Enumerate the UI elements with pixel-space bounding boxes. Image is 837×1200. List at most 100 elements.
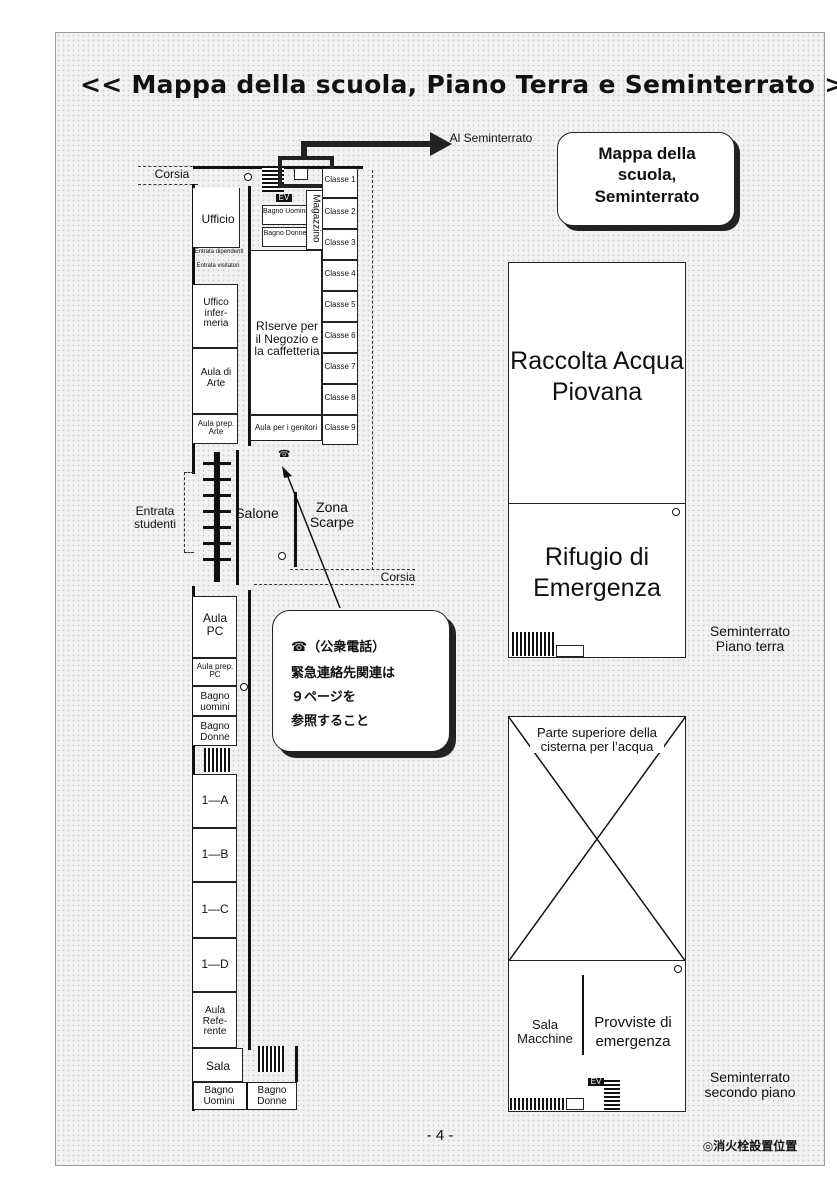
ev-label-top: EV bbox=[276, 193, 292, 203]
wall bbox=[295, 1046, 298, 1082]
hydrant-icon bbox=[672, 508, 680, 516]
room-raccolta-acqua bbox=[508, 262, 686, 504]
caption-basement-1: Seminterrato Piano terra bbox=[709, 623, 791, 654]
hydrant-icon bbox=[240, 683, 248, 691]
stairs-icon bbox=[258, 1046, 284, 1072]
elevator-icon bbox=[294, 168, 308, 180]
room-classe-5 bbox=[322, 291, 358, 322]
shoe-rack bbox=[203, 542, 231, 545]
label-entrata-visitatori: Entrata visitatori bbox=[196, 263, 240, 269]
label-classe: Classe 9 bbox=[324, 423, 356, 432]
room-classe-8 bbox=[322, 384, 358, 415]
label-classe: Classe 2 bbox=[324, 207, 356, 216]
shoe-rack bbox=[203, 494, 231, 497]
room-ufficio bbox=[193, 188, 240, 248]
label-aula-genitori: Aula per i genitori bbox=[254, 423, 318, 432]
shoe-rack bbox=[203, 510, 231, 513]
entrance-dash bbox=[184, 552, 194, 553]
label-sala: Sala bbox=[205, 1059, 231, 1073]
caption-basement-2: Seminterrato secondo piano bbox=[704, 1069, 796, 1100]
hydrant-icon bbox=[674, 965, 682, 973]
room-riserve bbox=[250, 250, 322, 415]
shoe-rack bbox=[214, 452, 220, 582]
cisterna-cross bbox=[508, 716, 686, 962]
room-rifugio bbox=[508, 503, 686, 658]
callout-line-4: 参照すること bbox=[291, 714, 370, 729]
room-classe-9 bbox=[322, 415, 358, 445]
shoe-rack bbox=[203, 478, 231, 481]
label-rifugio: Rifugio di Emergenza bbox=[533, 543, 661, 603]
arrow-shaft bbox=[301, 141, 431, 147]
room-bagno-donne-mid bbox=[193, 716, 237, 746]
landing bbox=[556, 645, 584, 657]
wall bbox=[236, 450, 239, 585]
wall bbox=[248, 590, 251, 1050]
ev-label-bottom: EV bbox=[588, 1077, 604, 1087]
label-room: 1—D bbox=[201, 957, 229, 971]
room-1b bbox=[193, 828, 237, 882]
label-room: 1—A bbox=[201, 793, 229, 807]
corsia-line bbox=[138, 166, 198, 167]
room-aula-pc bbox=[193, 596, 237, 658]
room-classe-3 bbox=[322, 229, 358, 260]
arrow-shaft bbox=[301, 141, 307, 159]
room-sala bbox=[193, 1048, 243, 1082]
wall bbox=[582, 975, 584, 1055]
label-raccolta-acqua: Raccolta Acqua Piovana bbox=[510, 347, 684, 407]
label-zona-scarpe: Zona Scarpe bbox=[309, 499, 355, 530]
label-aula-prep-arte: Aula prep. Arte bbox=[197, 419, 235, 437]
label-al-seminterrato: Al Seminterrato bbox=[449, 131, 533, 145]
basement-map-label: Mappa della scuola, Seminterrato bbox=[594, 144, 700, 206]
room-aula-prep-pc bbox=[193, 658, 237, 686]
wall bbox=[246, 1082, 248, 1110]
label-bagno-uomini-top: Bagno Uomini bbox=[263, 208, 307, 215]
label-classe: Classe 8 bbox=[324, 393, 356, 402]
label-riserve: RIserve per il Negozio e la caffetteria bbox=[254, 319, 320, 359]
corsia-mid-label: Corsia bbox=[380, 570, 416, 584]
arrow-right-icon bbox=[430, 132, 452, 156]
callout-line-3: ９ページを bbox=[291, 690, 356, 705]
room-lower-basement bbox=[508, 960, 686, 1112]
label-room: 1—B bbox=[201, 847, 229, 861]
label-aula-referente: Aula Refe- rente bbox=[202, 1005, 228, 1037]
label-bagno-uomini-bottom: Bagno Uomini bbox=[203, 1085, 235, 1107]
label-bagno-donne-bottom: Bagno Donne bbox=[257, 1085, 287, 1107]
wall bbox=[248, 186, 251, 446]
room-1c bbox=[193, 882, 237, 938]
bathroom-block bbox=[193, 1082, 297, 1110]
label-provviste: Provviste di emergenza bbox=[594, 1014, 672, 1050]
room-aula-referente bbox=[193, 992, 237, 1048]
corridor-boundary bbox=[290, 569, 415, 570]
label-classe: Classe 6 bbox=[324, 331, 356, 340]
hydrant-legend: ◎消火栓設置位置 bbox=[702, 1139, 798, 1153]
label-classe: Classe 5 bbox=[324, 300, 356, 309]
stairs-icon bbox=[204, 748, 230, 772]
stairs-icon bbox=[604, 1080, 620, 1110]
stairs-icon bbox=[512, 632, 556, 656]
room-classe-4 bbox=[322, 260, 358, 291]
room-aula-prep-arte bbox=[193, 414, 238, 444]
room-classe-6 bbox=[322, 322, 358, 353]
entrance-dash bbox=[184, 472, 194, 473]
corsia-line bbox=[138, 184, 198, 185]
elevator-icon bbox=[566, 1098, 584, 1110]
label-classe: Classe 1 bbox=[324, 175, 356, 184]
room-classe-2 bbox=[322, 198, 358, 229]
label-infermeria: Uffico infer- meria bbox=[203, 297, 229, 329]
callout-line-2: 緊急連絡先関連は bbox=[291, 666, 396, 681]
label-aula-pc: Aula PC bbox=[202, 611, 228, 638]
room-infermeria bbox=[193, 284, 238, 348]
page-number: - 4 - bbox=[426, 1127, 454, 1144]
label-bagno-donne-top: Bagno Donne bbox=[263, 230, 307, 237]
hydrant-icon bbox=[278, 552, 286, 560]
label-room: 1—C bbox=[201, 902, 229, 916]
room-1d bbox=[193, 938, 237, 992]
label-aula-arte: Aula di Arte bbox=[200, 367, 232, 389]
label-classe: Classe 3 bbox=[324, 238, 356, 247]
label-cisterna: Parte superiore della cisterna per l’acq… bbox=[530, 726, 664, 754]
shoe-rack bbox=[203, 558, 231, 561]
label-ufficio: Ufficio bbox=[201, 212, 235, 226]
phone-icon: ☎ bbox=[278, 449, 291, 460]
corsia-top-label: Corsia bbox=[154, 167, 190, 181]
